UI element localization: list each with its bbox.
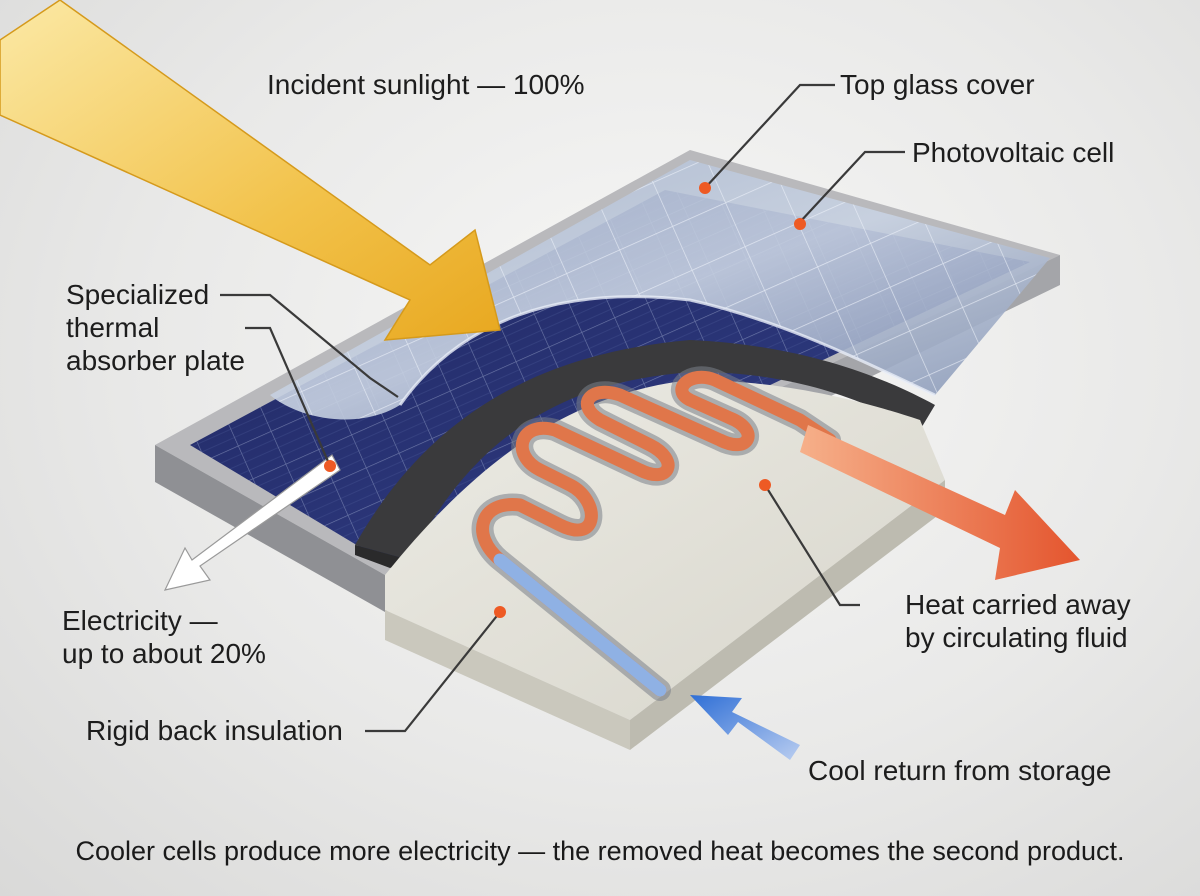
label-top-glass-cover: Top glass cover [840, 69, 1035, 100]
label-electricity: Electricity — up to about 20% [62, 605, 266, 669]
marker-heat-fluid [759, 479, 771, 491]
leader-lines [220, 83, 905, 733]
marker-absorber [324, 460, 336, 472]
label-cool-return: Cool return from storage [808, 755, 1112, 786]
marker-glass-cover [699, 182, 711, 194]
cool-return-arrow [690, 695, 800, 760]
marker-insulation [494, 606, 506, 618]
label-absorber-plate: Specialized thermal absorber plate [66, 279, 246, 376]
electricity-arrow [163, 454, 341, 591]
serpentine-fluid-pipe [471, 366, 841, 701]
top-glass-cover [270, 160, 1050, 420]
label-back-insulation: Rigid back insulation [86, 715, 343, 746]
marker-pv-cell [794, 218, 806, 230]
label-heat-carried-away: Heat carried away by circulating fluid [905, 589, 1131, 653]
diagram-caption: Cooler cells produce more electricity — … [75, 836, 1125, 866]
label-incident-sunlight: Incident sunlight — 100% [267, 69, 585, 100]
label-photovoltaic-cell: Photovoltaic cell [912, 137, 1115, 168]
callout-markers [324, 182, 806, 618]
sunlight-arrow [0, 0, 501, 341]
heat-out-arrow [800, 425, 1080, 580]
